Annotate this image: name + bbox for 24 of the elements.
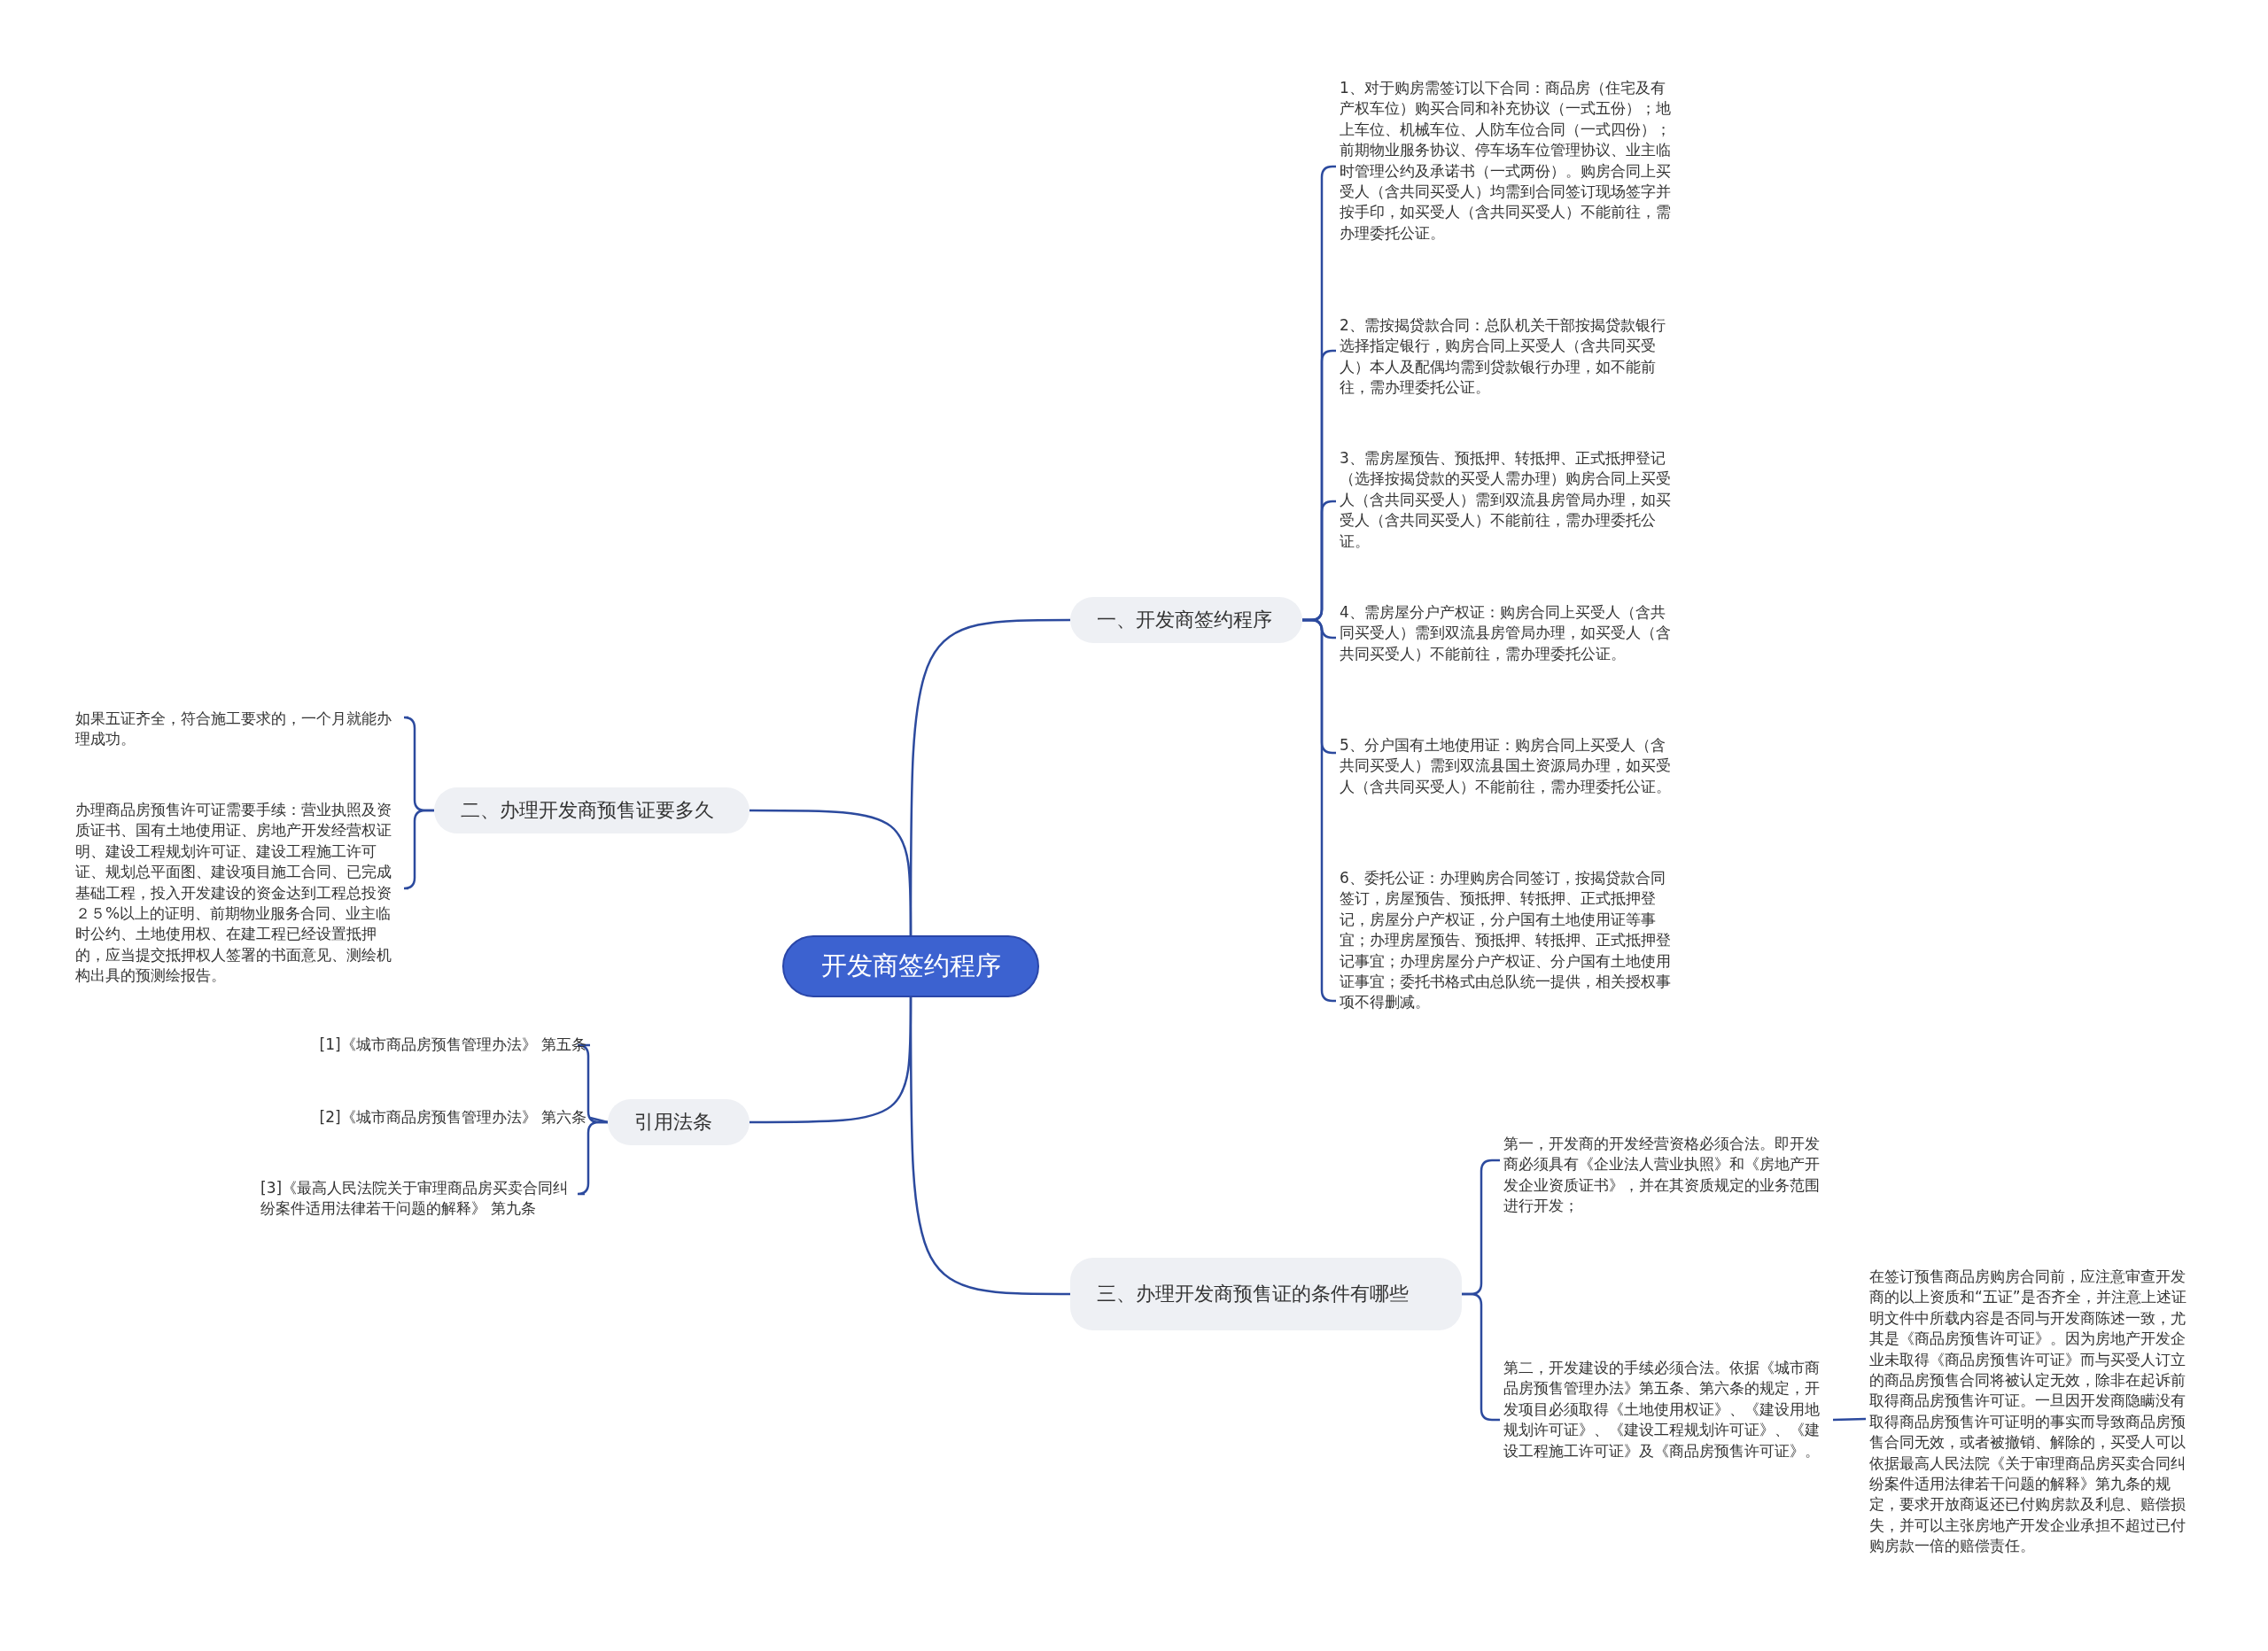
note-text: 在签订预售商品房购房合同前，应注意审查开发商的以上资质和“五证”是否齐全，并注意上述证明文件中所载内容是否同与开发商陈述一致，尤其是《商品房预售许可证》。因为房地产开发企业未取得《商品房预售许可证》而与买受人订立的商品房预售合同将被认定无效，除非在起诉前取得商品房预售许可证。一旦因开发商隐瞒没有取得商品房预售许可证明的事实而导致商品房预售合同无效，或者被撤销、解除的，买受人可以依据最高人民法院《关于审理商品房买卖合同纠纷案件适用法律若干问题的解释》第九条的规定，要求开放商返还已付购房款及利息、赔偿损失，并可以主张房地产开发企业承担不超过已付购房款一倍的赔偿责任。 [1869,1267,2197,1557]
connector-line [402,809,434,890]
topic-pill: 三、办理开发商预售证的条件有哪些 [1070,1258,1462,1330]
note-text: [3]《最高人民法院关于审理商品房买卖合同纠纷案件适用法律若干问题的解释》 第九条 [260,1178,581,1220]
connector-line [909,997,1070,1296]
note-text: 2、需按揭贷款合同：总队机关干部按揭贷款银行选择指定银行，购房合同上买受人（含共同买受人）本人及配偶均需到贷款银行办理，如不能前往，需办理委托公证。 [1340,315,1672,399]
note-text: 办理商品房预售许可证需要手续：营业执照及资质证书、国有土地使用证、房地产开发经营权证明、建设工程规划许可证、建设工程施工许可证、规划总平面图、建设项目施工合同、已完成基础工程，投入开发建设的资金达到工程总投资２５%以上的证明、前期物业服务合同、业主临时公约、土地使用权、在建工程已经设置抵押的，应当提交抵押权人签署的书面意见、测绘机构出具的预测绘报告。 [75,800,405,987]
note-text: 第二，开发建设的手续必须合法。依据《城市商品房预售管理办法》第五条、第六条的规定，开发项目必须取得《土地使用权证》、《建设用地规划许可证》、《建设工程规划许可证》、《建设工程施工许可证》及《商品房预售许可证》。 [1503,1358,1833,1462]
note-text: 4、需房屋分户产权证：购房合同上买受人（含共同买受人）需到双流县房管局办理，如买受人（含共同买受人）不能前往，需办理委托公证。 [1340,602,1672,665]
note-text: 6、委托公证：办理购房合同签订，按揭贷款合同签订，房屋预告、预抵押、转抵押、正式抵押登记，房屋分户产权证，分户国有土地使用证等事宜；办理房屋预告、预抵押、转抵押、正式抵押登记事宜；办理房屋分户产权证、分户国有土地使用证事宜；委托书格式由总队统一提供，相关授权事项不得删减。 [1340,868,1672,1013]
note-text: [1]《城市商品房预售管理办法》 第五条 [266,1035,586,1056]
note-text: 5、分户国有土地使用证：购房合同上买受人（含共同买受人）需到双流县国土资源局办理，如买受人（含共同买受人）不能前往，需办理委托公证。 [1340,735,1672,798]
note-text: [2]《城市商品房预售管理办法》 第六条 [266,1107,586,1128]
connector-line [1832,1417,1867,1422]
note-text: 1、对于购房需签订以下合同：商品房（住宅及有产权车位）购买合同和补充协议（一式五份）；地上车位、机械车位、人防车位合同（一式四份）；前期物业服务协议、停车场车位管理协议、业主临时管理公约及承诺书（一式两份）。购房合同上买受人（含共同买受人）均需到合同签订现场签字并按手印，如买受人（含共同买受人）不能前往，需办理委托公证。 [1340,78,1672,244]
central-topic: 开发商签约程序 [782,935,1039,997]
note-text: 如果五证齐全，符合施工要求的，一个月就能办理成功。 [75,709,405,750]
connector-line [750,809,913,935]
topic-pill: 二、办理开发商预售证要多久 [434,787,750,833]
topic-pill: 一、开发商签约程序 [1070,597,1302,643]
connector-line [589,1116,609,1124]
topic-pill: 引用法条 [608,1099,750,1145]
note-text: 第一，开发商的开发经营资格必须合法。即开发商必须具有《企业法人营业执照》和《房地产开发企业资质证书》，并在其资质规定的业务范围进行开发； [1503,1134,1833,1217]
note-text: 3、需房屋预告、预抵押、转抵押、正式抵押登记（选择按揭贷款的买受人需办理）购房合同上买受人（含共同买受人）需到双流县房管局办理，如买受人（含共同买受人）不能前往，需办理委托公证。 [1340,448,1672,553]
